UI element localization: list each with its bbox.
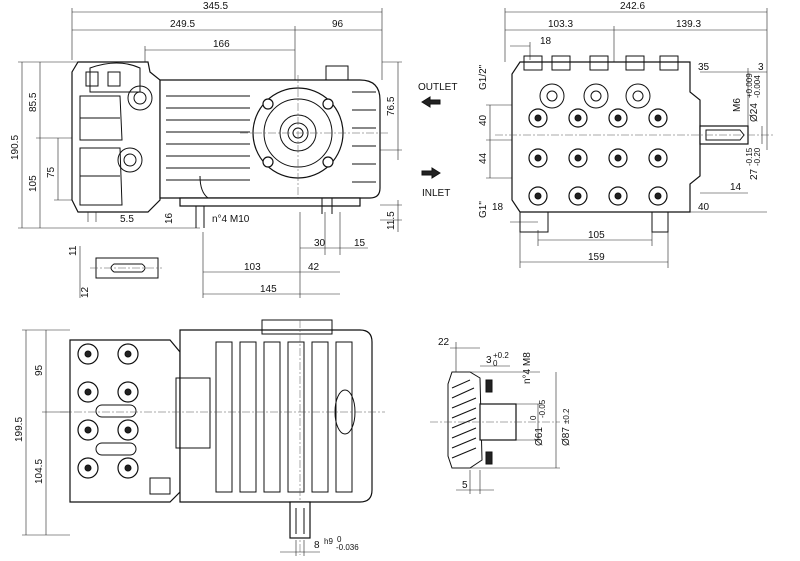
dim-27-tol-up: -0.15 bbox=[745, 147, 754, 166]
dim-42: 42 bbox=[308, 262, 320, 273]
dim-dia-61-dn: -0.05 bbox=[538, 399, 547, 418]
dim-345-5: 345.5 bbox=[203, 1, 228, 12]
dim-5-flange: 5 bbox=[462, 480, 468, 491]
crankcase-fins bbox=[166, 91, 376, 183]
ports-upper bbox=[539, 83, 651, 109]
dim-190-5: 190.5 bbox=[10, 135, 21, 160]
dim-104-5: 104.5 bbox=[34, 459, 45, 484]
side-view: 345.5 249.5 96 166 190.5 85.5 105 75 76.… bbox=[10, 1, 402, 298]
dim-11-5: 11.5 bbox=[386, 211, 397, 230]
dim-242-6: 242.6 bbox=[620, 1, 645, 12]
dim-dia-24: Ø24 bbox=[749, 103, 760, 122]
dim-18-bottom: 18 bbox=[492, 202, 504, 213]
dim-3: 3 bbox=[758, 62, 764, 73]
flange-hatching bbox=[451, 379, 477, 459]
dim-166: 166 bbox=[213, 39, 230, 50]
dim-40-left: 40 bbox=[478, 114, 489, 126]
flow-indicators: OUTLET INLET bbox=[418, 82, 457, 199]
dim-95: 95 bbox=[34, 364, 45, 376]
inlet-label: INLET bbox=[422, 188, 450, 199]
dim-16: 16 bbox=[164, 212, 175, 224]
thread-g1: G1" bbox=[478, 201, 489, 218]
dim-22: 22 bbox=[438, 337, 450, 348]
dim-105-end: 105 bbox=[588, 230, 605, 241]
end-view: 242.6 103.3 139.3 18 G1/2" G1" 40 44 bbox=[478, 1, 775, 268]
dim-key-tol: h9 bbox=[324, 537, 333, 546]
top-fins bbox=[215, 341, 353, 493]
dim-14: 14 bbox=[730, 182, 742, 193]
dim-139-3: 139.3 bbox=[676, 19, 701, 30]
valve-caps-top bbox=[523, 55, 679, 71]
dim-159: 159 bbox=[588, 252, 605, 263]
dim-75: 75 bbox=[46, 166, 57, 178]
dim-199-5: 199.5 bbox=[14, 417, 25, 442]
dim-103-3: 103.3 bbox=[548, 19, 573, 30]
slot-detail: 11 12 bbox=[68, 245, 162, 298]
dim-5-5: 5.5 bbox=[120, 214, 134, 225]
dim-3-flange-dn: 0 bbox=[493, 359, 498, 368]
dim-96: 96 bbox=[332, 19, 344, 30]
dim-3-flange-up: +0.2 bbox=[493, 351, 509, 360]
bolts-end-view bbox=[528, 108, 668, 206]
bolts-top-view bbox=[77, 343, 139, 479]
thread-g1-2: G1/2" bbox=[478, 64, 489, 90]
dim-key-8: 8 bbox=[314, 540, 320, 551]
dim-dia-87: Ø87 bbox=[561, 427, 572, 446]
dim-105-left: 105 bbox=[28, 175, 39, 192]
dim-76-5: 76.5 bbox=[386, 96, 397, 116]
dim-dia-24-tol-dn: -0.004 bbox=[753, 75, 762, 98]
dim-key-up: 0 bbox=[337, 535, 342, 544]
outlet-arrow-icon bbox=[421, 96, 441, 108]
dim-40-right: 40 bbox=[698, 202, 710, 213]
flange-view: 22 3 +0.2 0 n°4 M8 Ø61 0 -0.05 Ø87 bbox=[430, 337, 572, 494]
dim-key-dn: -0.036 bbox=[336, 543, 359, 552]
dim-103: 103 bbox=[244, 262, 261, 273]
dim-27: 27 bbox=[749, 168, 760, 180]
outlet-label: OUTLET bbox=[418, 82, 457, 93]
dim-30: 30 bbox=[314, 238, 326, 249]
dim-44: 44 bbox=[478, 152, 489, 164]
dim-dia-87-tol: ±0.2 bbox=[562, 408, 571, 424]
inlet-arrow-icon bbox=[421, 167, 441, 179]
dim-dia-61-up: 0 bbox=[529, 415, 538, 420]
dim-m6: M6 bbox=[732, 98, 743, 112]
dim-85-5: 85.5 bbox=[28, 92, 39, 112]
dim-15: 15 bbox=[354, 238, 366, 249]
dim-slot-12: 12 bbox=[80, 286, 91, 298]
dim-dia-24-tol-up: +0.009 bbox=[745, 73, 754, 98]
dim-3-flange: 3 bbox=[486, 355, 492, 366]
dim-145: 145 bbox=[260, 284, 277, 295]
top-view: 199.5 95 104.5 bbox=[14, 319, 385, 556]
dim-27-tol-dn: -0.20 bbox=[753, 147, 762, 166]
dim-slot-11: 11 bbox=[68, 245, 79, 256]
mount-thread-label: n°4 M10 bbox=[212, 214, 250, 225]
dim-dia-61: Ø61 bbox=[534, 427, 545, 446]
bolts-m8: n°4 M8 bbox=[522, 352, 533, 384]
dim-18-top: 18 bbox=[540, 36, 552, 47]
dim-249-5: 249.5 bbox=[170, 19, 195, 30]
dim-35: 35 bbox=[698, 62, 710, 73]
